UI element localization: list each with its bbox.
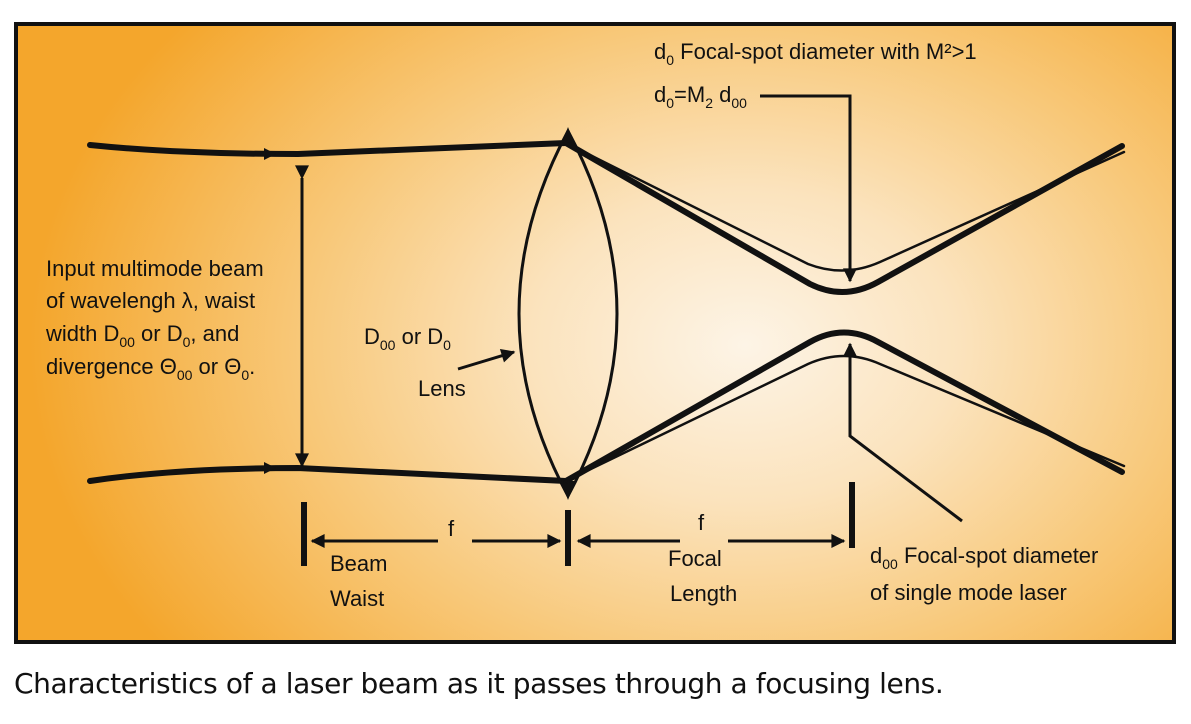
laser-beam-diagram: d0 Focal-spot diameter with M²>1 d0=M2 d…: [14, 22, 1176, 644]
diagram-canvas: d0 Focal-spot diameter with M²>1 d0=M2 d…: [45, 39, 1126, 611]
label-input-beam-line3: width D00 or D0, and: [45, 321, 239, 350]
beam-m2-top: [563, 140, 1125, 295]
lens-tip-bottom: [561, 481, 575, 500]
figure-caption: Characteristics of a laser beam as it pa…: [14, 667, 944, 700]
input-beam-top: [87, 140, 569, 158]
input-beam-top-arrow: [264, 148, 276, 160]
input-beam-bottom: [87, 464, 569, 484]
label-d00-focal-spot: d00 Focal-spot diameter: [870, 543, 1098, 572]
label-waist: Waist: [330, 586, 384, 611]
lens-pointer-arrow: [457, 348, 516, 371]
label-lens: Lens: [418, 376, 466, 401]
label-beam: Beam: [330, 551, 387, 576]
label-f-left: f: [448, 516, 455, 541]
label-length: Length: [670, 581, 737, 606]
lens: [517, 127, 619, 500]
beam-single-bottom: [564, 354, 1126, 483]
input-beam-bottom-arrow: [264, 462, 276, 474]
label-single-mode: of single mode laser: [870, 580, 1067, 605]
label-d00-or-d0: D00 or D0: [364, 324, 451, 353]
label-input-beam-line4: divergence Θ00 or Θ0.: [46, 354, 255, 383]
label-f-right: f: [698, 510, 705, 535]
d0-pointer-arrow: [760, 94, 857, 283]
label-d0-focal-spot: d0 Focal-spot diameter with M²>1: [654, 39, 977, 68]
d00-pointer-arrow: [843, 342, 963, 523]
label-input-beam-line1: Input multimode beam: [46, 256, 264, 281]
label-input-beam-line2: of wavelengh λ, waist: [46, 288, 255, 313]
label-d0-formula: d0=M2 d00: [654, 82, 747, 111]
beam-single-top: [564, 141, 1126, 272]
beam-m2-bottom: [563, 329, 1125, 484]
label-focal: Focal: [668, 546, 722, 571]
